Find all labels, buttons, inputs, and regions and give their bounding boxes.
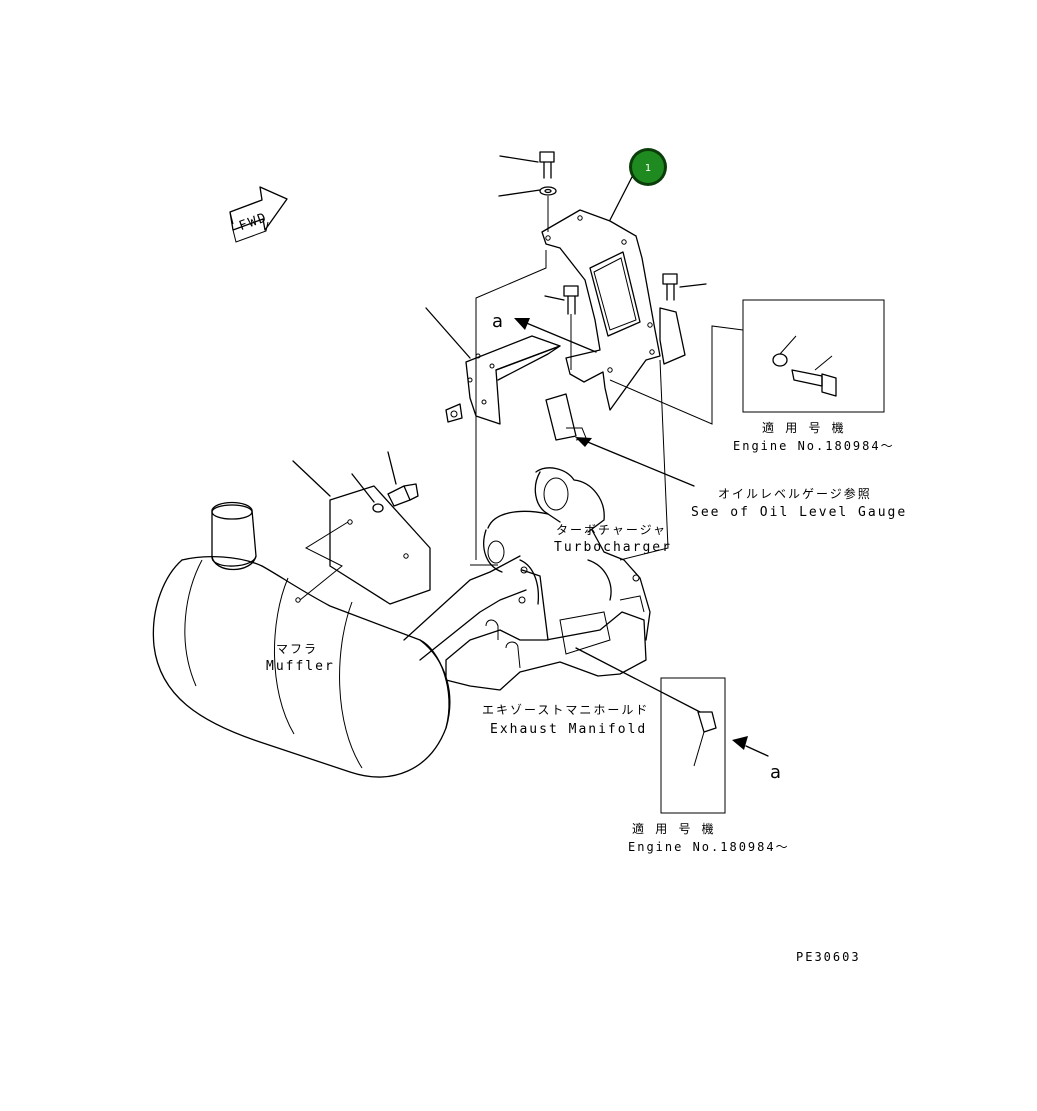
sub-bracket[interactable] [425, 307, 695, 487]
turbo-label-jp: ターボチャージャ [556, 523, 667, 537]
engine-applicable-en-top: Engine No.180984～ [733, 439, 895, 453]
manifold-label-jp: エキゾーストマニホールド [482, 703, 649, 717]
drawing-code: PE30603 [796, 950, 861, 964]
engine-applicable-jp-bottom: 適 用 号 機 [632, 821, 716, 836]
engine-applicable-en-bottom: Engine No.180984～ [628, 840, 790, 854]
engine-applicability-box-top: 適 用 号 機 Engine No.180984～ [609, 299, 895, 453]
turbo-label-en: Turbocharger [554, 540, 672, 555]
fwd-arrow-icon: FWD [229, 186, 288, 243]
muffler-label-en: Muffler [266, 659, 335, 674]
callout-badge-number: 1 [645, 163, 651, 174]
bolt-icon[interactable] [498, 151, 557, 232]
engine-applicable-jp-top: 適 用 号 機 [762, 420, 846, 435]
assembly-guide-lines [470, 250, 669, 566]
turbocharger[interactable]: ターボチャージャ Turbocharger [483, 467, 672, 641]
callout-badge-1[interactable]: 1 [609, 148, 667, 221]
heat-shield-plate[interactable] [292, 451, 431, 605]
manifold-label-en: Exhaust Manifold [490, 722, 647, 737]
oil-gauge-label-jp: オイルレベルゲージ参照 [718, 486, 872, 501]
bolt-icon-middle[interactable] [544, 285, 579, 370]
muffler[interactable]: マフラ Muffler [152, 501, 527, 778]
exhaust-manifold[interactable]: エキゾーストマニホールド Exhaust Manifold [445, 595, 701, 737]
muffler-label-jp: マフラ [276, 642, 318, 656]
bolt-icon-right[interactable] [662, 273, 707, 301]
exhaust-bracket[interactable] [541, 209, 686, 411]
engine-applicability-box-bottom: a 適 用 号 機 Engine No.180984～ [628, 677, 790, 854]
view-a-label-top: a [492, 311, 503, 332]
view-a-label-bottom: a [770, 762, 781, 783]
oil-gauge-label-en: See of Oil Level Gauge [691, 505, 907, 520]
view-arrow-a-top: a [492, 311, 597, 353]
